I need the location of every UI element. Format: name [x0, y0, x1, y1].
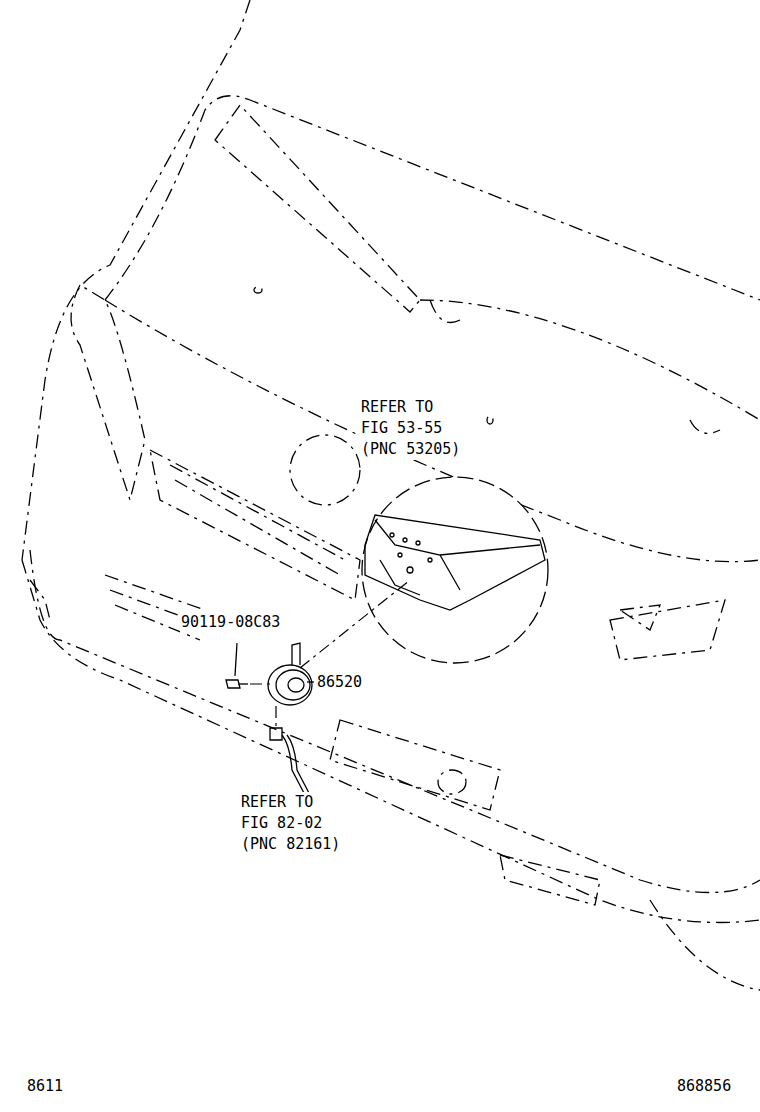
- reference-note: REFER TO FIG 82-02 (PNC 82161): [240, 792, 348, 855]
- part-number: 90119-08C83: [180, 612, 281, 633]
- reference-note: REFER TO FIG 53-55 (PNC 53205): [360, 397, 468, 460]
- callout-number: 86520: [316, 672, 363, 693]
- illustration-number: 868856: [676, 1076, 732, 1097]
- figure-number: 8611: [26, 1076, 64, 1097]
